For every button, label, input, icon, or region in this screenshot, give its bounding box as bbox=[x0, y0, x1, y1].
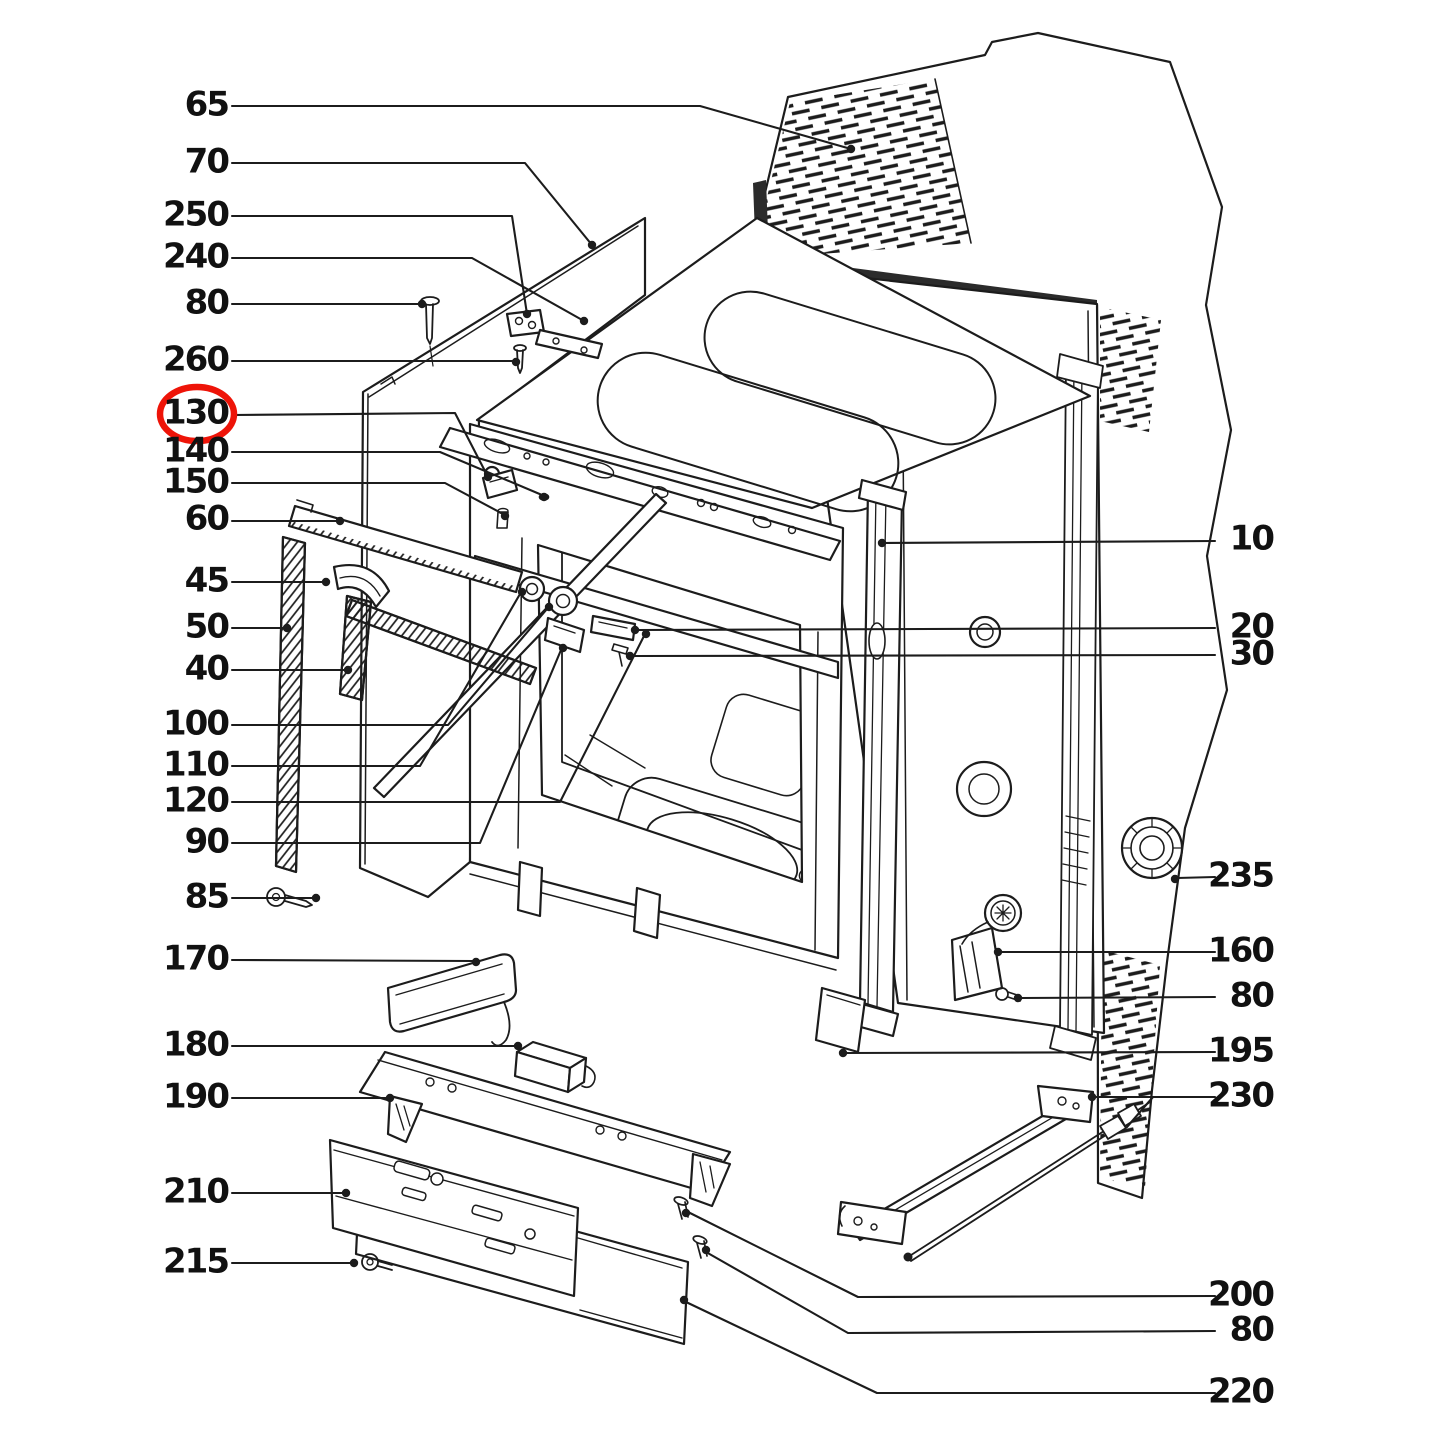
part-rod-tie bbox=[907, 1101, 1151, 1262]
part-label-150: 150 bbox=[163, 461, 230, 502]
part-label-80-right-2: 80 bbox=[1229, 1309, 1275, 1350]
part-label-260: 260 bbox=[163, 339, 230, 380]
part-label-85: 85 bbox=[184, 876, 230, 917]
part-label-90: 90 bbox=[184, 821, 230, 862]
part-label-110: 110 bbox=[163, 744, 230, 785]
part-label-45: 45 bbox=[184, 560, 230, 601]
part-label-100: 100 bbox=[163, 703, 230, 744]
part-label-170: 170 bbox=[163, 938, 230, 979]
part-label-235: 235 bbox=[1208, 855, 1275, 896]
part-label-210: 210 bbox=[163, 1171, 230, 1212]
part-label-50: 50 bbox=[184, 606, 230, 647]
part-label-220: 220 bbox=[1208, 1371, 1275, 1412]
part-160-wheel-assembly bbox=[950, 893, 1023, 1002]
highlight-circle-130 bbox=[156, 383, 238, 445]
part-label-40: 40 bbox=[184, 648, 230, 689]
part-label-160: 160 bbox=[1208, 930, 1275, 971]
part-label-80-right-1: 80 bbox=[1229, 975, 1275, 1016]
part-45-elbow-duct bbox=[332, 563, 391, 609]
part-label-60: 60 bbox=[184, 498, 230, 539]
part-label-240: 240 bbox=[163, 236, 230, 277]
rear-channel-strip bbox=[1049, 353, 1104, 1061]
part-label-130-highlighted: 130 bbox=[163, 392, 230, 433]
part-210-front-panel bbox=[328, 1138, 580, 1298]
part-label-70: 70 bbox=[184, 141, 230, 182]
part-label-195: 195 bbox=[1208, 1030, 1275, 1071]
part-170-drain-channel bbox=[386, 953, 518, 1047]
part-label-200: 200 bbox=[1208, 1274, 1275, 1315]
leader-dots bbox=[282, 144, 1180, 1305]
part-60-corner-brace bbox=[287, 499, 524, 594]
part-190-base-deck bbox=[358, 1050, 732, 1208]
part-label-30: 30 bbox=[1229, 633, 1275, 674]
part-label-120: 120 bbox=[163, 780, 230, 821]
part-250-strip-plate bbox=[534, 328, 604, 360]
part-label-65: 65 bbox=[184, 84, 230, 125]
part-235-grommet bbox=[1120, 816, 1184, 880]
part-230-rail bbox=[836, 1084, 1095, 1246]
part-label-20: 20 bbox=[1229, 606, 1275, 647]
part-195-plate bbox=[814, 986, 867, 1054]
part-label-190: 190 bbox=[163, 1076, 230, 1117]
part-50-insulation-strip bbox=[274, 535, 307, 874]
part-label-230: 230 bbox=[1208, 1075, 1275, 1116]
leader-lines bbox=[230, 104, 1217, 1395]
part-label-140: 140 bbox=[163, 430, 230, 471]
part-label-10: 10 bbox=[1229, 518, 1275, 559]
part-label-180: 180 bbox=[163, 1024, 230, 1065]
part-label-80-top-left: 80 bbox=[184, 282, 230, 323]
part-215-screw bbox=[361, 1253, 393, 1271]
part-label-250: 250 bbox=[163, 194, 230, 235]
part-180-bracket bbox=[513, 1040, 596, 1094]
part-label-215: 215 bbox=[163, 1241, 230, 1282]
